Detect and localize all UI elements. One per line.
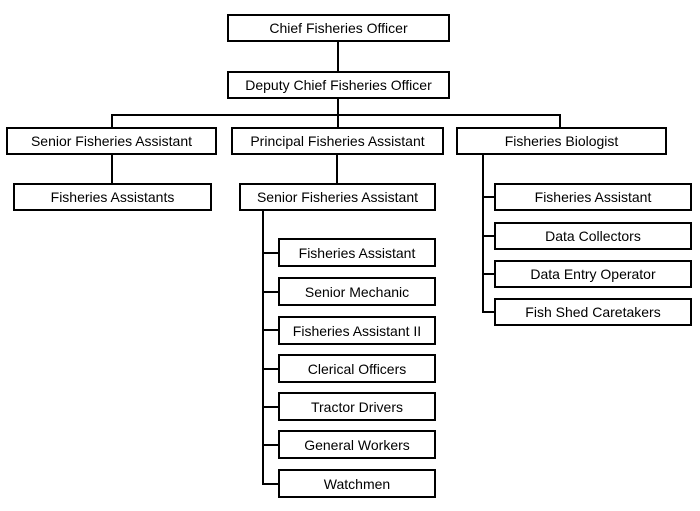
node-label: General Workers: [304, 436, 410, 453]
node-clerical-officers: Clerical Officers: [278, 354, 436, 383]
connector-stub-data-collectors: [482, 235, 494, 237]
node-senior-mechanic: Senior Mechanic: [278, 277, 436, 306]
connector-left-head-to-child: [111, 155, 113, 183]
connector-drop-right-branch: [559, 114, 561, 127]
node-label: Fisheries Assistants: [50, 189, 175, 205]
node-label: Senior Mechanic: [304, 283, 410, 300]
connector-deputy-to-branches: [337, 99, 339, 127]
connector-branch-horizontal: [111, 114, 561, 116]
connector-drop-left-branch: [111, 114, 113, 127]
node-label: Fisheries Assistant: [534, 189, 652, 205]
node-label: Senior Fisheries Assistant: [256, 189, 419, 205]
node-label: Data Entry Operator: [530, 266, 656, 282]
connector-stub-watchmen: [262, 483, 278, 485]
connector-stub-fisheries-assistant-ii: [262, 329, 278, 331]
connector-stub-tractor-drivers: [262, 406, 278, 408]
node-label: Chief Fisheries Officer: [269, 20, 408, 36]
node-label: Fisheries Biologist: [504, 133, 619, 149]
connector-stub-fish-shed-caretakers: [482, 311, 494, 313]
node-chief-fisheries-officer: Chief Fisheries Officer: [227, 14, 450, 42]
node-fisheries-assistant-ii: Fisheries Assistant II: [278, 316, 436, 345]
node-fisheries-assistants: Fisheries Assistants: [13, 183, 212, 211]
node-fisheries-biologist: Fisheries Biologist: [456, 127, 667, 155]
node-general-workers: General Workers: [278, 430, 436, 459]
connector-stub-data-entry-operator: [482, 273, 494, 275]
node-deputy-chief-fisheries-officer: Deputy Chief Fisheries Officer: [227, 71, 450, 99]
node-fish-shed-caretakers: Fish Shed Caretakers: [494, 298, 692, 326]
node-label: Data Collectors: [545, 228, 641, 244]
node-fisheries-assistant-mid: Fisheries Assistant: [278, 238, 436, 267]
node-label: Principal Fisheries Assistant: [250, 133, 425, 149]
connector-stub-general-workers: [262, 444, 278, 446]
node-senior-fisheries-assistant-left: Senior Fisheries Assistant: [6, 127, 217, 155]
node-data-entry-operator: Data Entry Operator: [494, 260, 692, 288]
node-principal-fisheries-assistant: Principal Fisheries Assistant: [231, 127, 444, 155]
connector-chief-to-deputy: [337, 42, 339, 71]
node-senior-fisheries-assistant-mid: Senior Fisheries Assistant: [239, 183, 436, 211]
node-label: Deputy Chief Fisheries Officer: [245, 77, 432, 93]
node-fisheries-assistant-right: Fisheries Assistant: [494, 183, 692, 211]
node-label: Fisheries Assistant II: [292, 322, 422, 339]
node-label: Fish Shed Caretakers: [525, 304, 661, 320]
node-label: Watchmen: [323, 475, 391, 492]
node-watchmen: Watchmen: [278, 469, 436, 498]
connector-principal-to-senior: [336, 155, 338, 183]
connector-stub-senior-mechanic: [262, 291, 278, 293]
node-data-collectors: Data Collectors: [494, 222, 692, 250]
node-label: Senior Fisheries Assistant: [30, 133, 193, 149]
connector-stub-clerical-officers: [262, 368, 278, 370]
connector-mid-trunk: [262, 211, 264, 485]
connector-stub-fisheries-assistant-right: [482, 196, 494, 198]
node-label: Clerical Officers: [307, 360, 407, 377]
connector-stub-fisheries-assistant: [262, 252, 278, 254]
node-label: Fisheries Assistant: [298, 244, 416, 261]
node-label: Tractor Drivers: [310, 398, 404, 415]
node-tractor-drivers: Tractor Drivers: [278, 392, 436, 421]
connector-right-trunk: [482, 155, 484, 313]
